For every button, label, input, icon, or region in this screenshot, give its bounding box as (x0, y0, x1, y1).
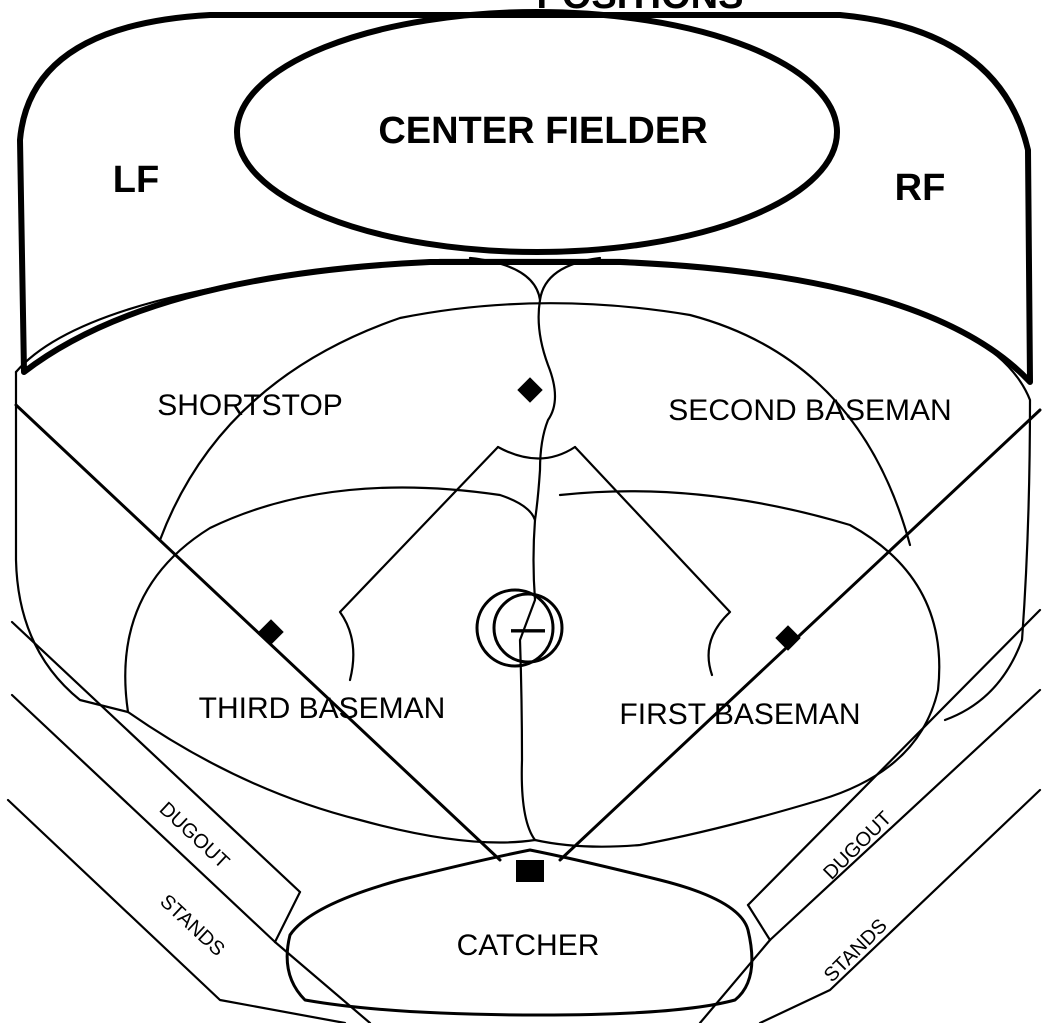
center-fielder-label: CENTER FIELDER (378, 110, 707, 152)
pitchers-mound-outer (475, 588, 555, 668)
right-stands-label: STANDS (820, 915, 892, 987)
left-dugout-end (273, 890, 302, 944)
second-base (517, 377, 543, 403)
third-baseman-zone (124, 486, 537, 714)
left-dugout-label: DUGOUT (155, 798, 233, 873)
first-baseman-zone (533, 490, 941, 848)
right-sideline-outer (746, 608, 1042, 907)
catcher-zone (285, 848, 754, 1017)
third-base (258, 619, 284, 645)
first-baseman-label: FIRST BASEMAN (619, 698, 860, 731)
middle-infield-arc (158, 302, 912, 547)
right-stands-line-2 (698, 938, 772, 1023)
right-fielder-label: RF (895, 167, 946, 209)
left-boundary (14, 370, 130, 714)
left-stands-line-2 (273, 940, 372, 1023)
left-dugout-wall-top (10, 693, 277, 944)
third-base-foul-line (14, 403, 502, 862)
home-plate (516, 860, 544, 882)
inner-right-line (573, 445, 732, 677)
left-fielder-label: LF (113, 159, 159, 201)
pitchers-mound-inner (492, 592, 564, 664)
inner-left-line (338, 445, 500, 682)
right-dugout-wall (768, 688, 1042, 942)
center-fielder-zone (234, 9, 840, 255)
pitcher-mark: — (511, 610, 545, 648)
second-base-cut (496, 445, 577, 460)
left-sideline-outer (10, 620, 302, 894)
right-dugout-end (746, 903, 772, 942)
first-base-foul-line (558, 408, 1042, 862)
catcher-label: CATCHER (457, 929, 600, 962)
right-stands-line (758, 788, 1042, 1023)
third-baseman-zone-lower (126, 710, 537, 844)
first-base (775, 625, 801, 651)
shortstop-label: SHORTSTOP (157, 389, 343, 422)
left-stands-line (6, 798, 347, 1023)
right-dugout-label: DUGOUT (819, 807, 896, 884)
second-baseman-label: SECOND BASEMAN (668, 394, 951, 427)
fair-territory-boundary (14, 258, 1032, 722)
third-baseman-label: THIRD BASEMAN (199, 692, 446, 725)
middle-divider-right (538, 256, 602, 302)
middle-divider (468, 256, 557, 842)
outfield-zone (17, 12, 1033, 385)
